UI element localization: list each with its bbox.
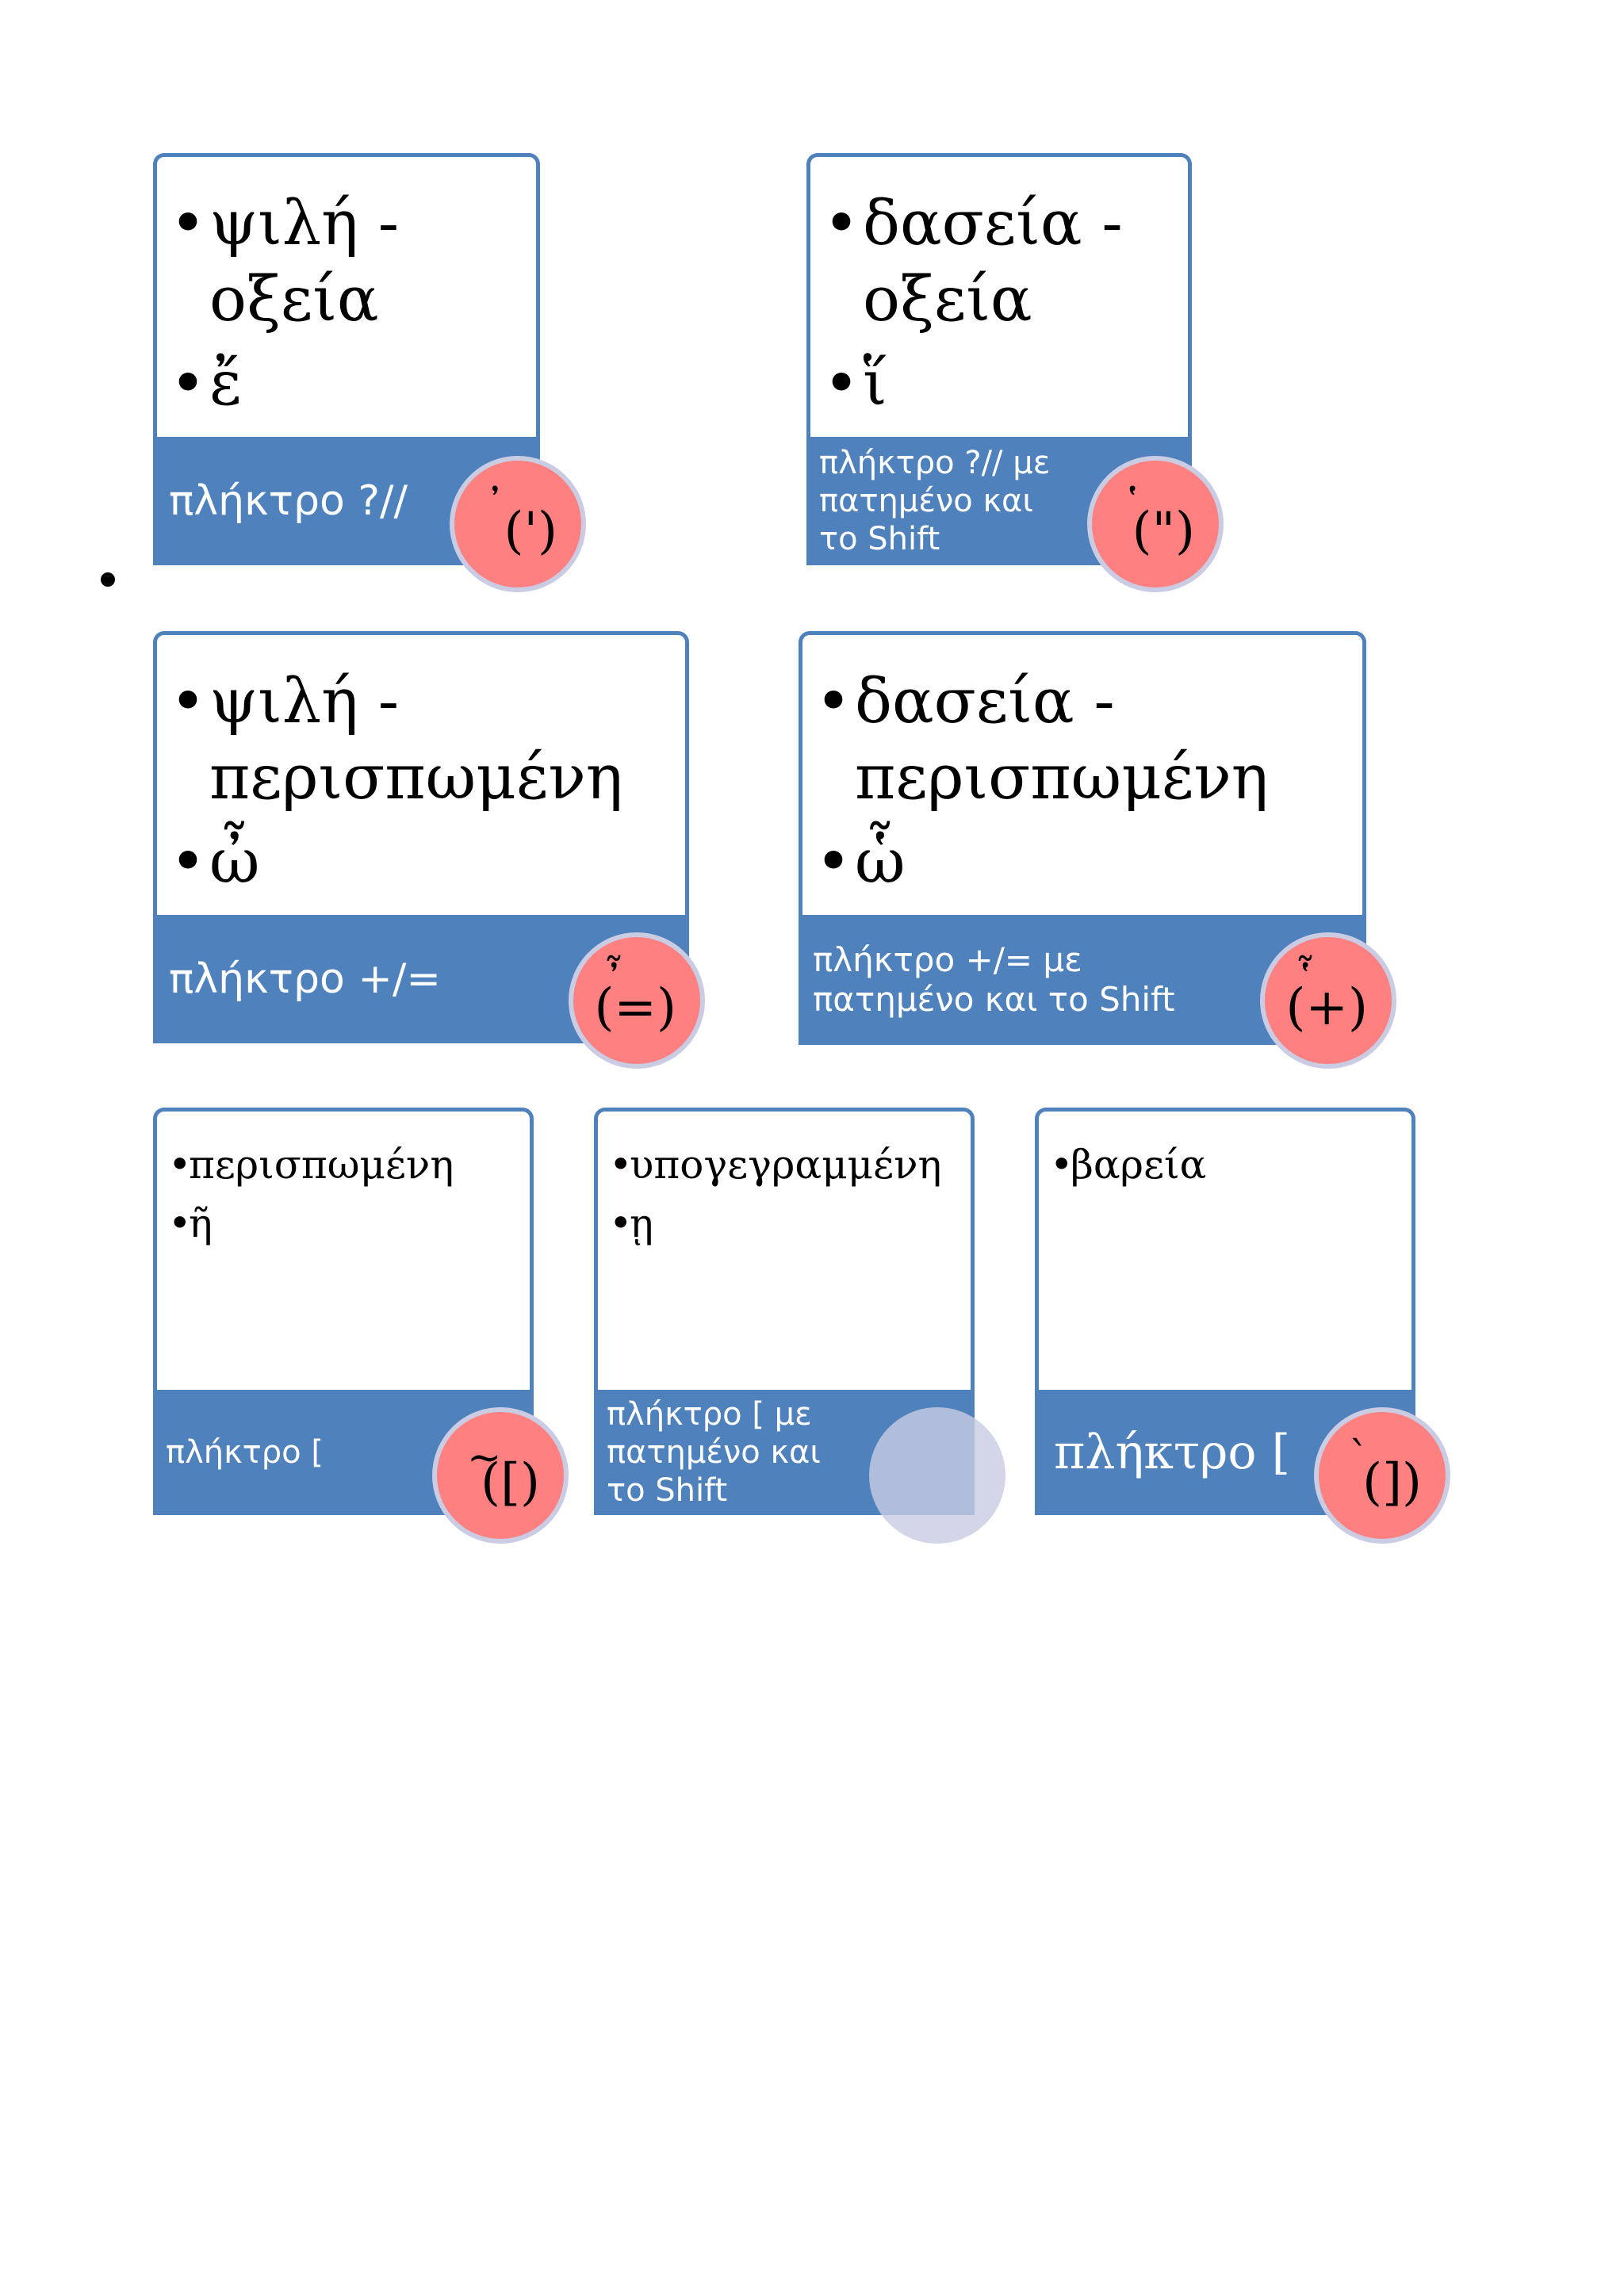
card-psili-perispomeni: ψιλή - περισπωμένη ὦ πλήκτρο +/= ῏ (=) [153, 631, 705, 1069]
key-label: πλήκτρο +/= [169, 955, 442, 1003]
card-bullet-example: ῃ [606, 1194, 963, 1253]
card-bullet-name: βαρεία [1047, 1135, 1404, 1194]
accent-glyph: ῏ [603, 959, 624, 1007]
key-symbol: ([) [481, 1453, 540, 1512]
accent-glyph: ~ [467, 1434, 502, 1482]
key-circle-empty [869, 1407, 1005, 1544]
card-bullet-example: ἵ [818, 346, 1180, 422]
card-bullets: δασεία - περισπωμένη ὧ [810, 664, 1354, 900]
key-circle: ῟ (+) [1260, 932, 1396, 1069]
key-symbol: (=) [594, 978, 676, 1037]
card-bullet-name: περισπωμένη [165, 1135, 522, 1194]
card-bullets: βαρεία [1047, 1135, 1404, 1194]
card-bullet-name: δασεία - οξεία [818, 186, 1180, 338]
accent-glyph: ῟ [1295, 959, 1316, 1007]
card-bullet-example: ῆ [165, 1194, 522, 1253]
card-ypogegrammeni: υπογεγραμμένη ῃ πλήκτρο [ με πατημένο κα… [594, 1108, 1005, 1544]
card-daseia-perispomeni: δασεία - περισπωμένη ὧ πλήκτρο +/= με πα… [799, 631, 1396, 1069]
key-label: πλήκτρο [ [1054, 1425, 1290, 1480]
accent-glyph: ᾿ [485, 483, 505, 530]
card-bullets: υπογεγραμμένη ῃ [606, 1135, 963, 1253]
key-label: πλήκτρο ?// [169, 476, 408, 525]
key-symbol: (]) [1362, 1453, 1422, 1512]
card-daseia-oxeia: δασεία - οξεία ἵ πλήκτρο ?// με πατημένο… [806, 153, 1224, 592]
accent-glyph: ` [1349, 1434, 1369, 1482]
key-circle: ῏ (=) [569, 932, 705, 1069]
card-bullets: ψιλή - περισπωμένη ὦ [165, 664, 677, 900]
key-symbol: (") [1132, 502, 1195, 561]
card-psili-oxeia: ψιλή - οξεία ἔ πλήκτρο ?// ᾿ (') [153, 153, 586, 592]
key-circle: ~ ([) [432, 1407, 569, 1544]
key-symbol: (') [504, 502, 557, 561]
card-vareia: βαρεία πλήκτρο [ ` (]) [1035, 1108, 1450, 1544]
card-bullet-name: δασεία - περισπωμένη [810, 664, 1354, 816]
card-bullet-name: ψιλή - περισπωμένη [165, 664, 677, 816]
card-bullet-example: ὧ [810, 824, 1354, 900]
key-symbol: (+) [1285, 978, 1368, 1037]
key-circle: ` (]) [1314, 1407, 1450, 1544]
card-bullet-name: υπογεγραμμένη [606, 1135, 963, 1194]
key-circle: ᾿ (') [450, 456, 586, 592]
key-label: πλήκτρο ?// με πατημένο και το Shift [819, 445, 1051, 557]
card-bullets: δασεία - οξεία ἵ [818, 186, 1180, 422]
card-bullet-example: ὦ [165, 824, 677, 900]
card-bullets: ψιλή - οξεία ἔ [165, 186, 528, 422]
card-bullet-example: ἔ [165, 346, 528, 422]
stray-bullet [101, 572, 115, 587]
key-label: πλήκτρο [ με πατημένο και το Shift [607, 1396, 821, 1509]
card-bullets: περισπωμένη ῆ [165, 1135, 522, 1253]
key-label: πλήκτρο [ [166, 1434, 324, 1471]
card-bullet-name: ψιλή - οξεία [165, 186, 528, 338]
accent-glyph: ῾ [1122, 483, 1143, 530]
key-label: πλήκτρο +/= με πατημένο και το Shift [813, 939, 1175, 1019]
key-circle: ῾ (") [1087, 456, 1224, 592]
card-perispomeni: περισπωμένη ῆ πλήκτρο [ ~ ([) [153, 1108, 569, 1544]
